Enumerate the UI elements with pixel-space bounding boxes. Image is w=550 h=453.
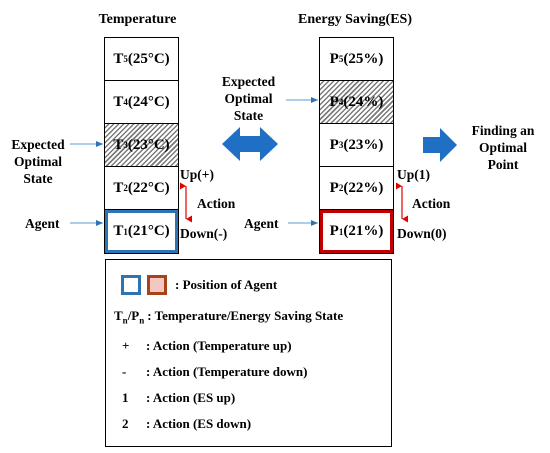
double-arrow-icon <box>222 127 278 161</box>
legend-position-text: : Position of Agent <box>175 277 278 292</box>
temperature-title: Temperature <box>98 12 177 27</box>
agent-right-label: Agent <box>244 216 279 231</box>
legend-state-row: Tn/Pn: Temperature/Energy Saving State <box>114 308 344 326</box>
agent-left-label: Agent <box>25 216 60 231</box>
up-plus-label: Up(+) <box>180 167 214 182</box>
legend-red-swatch <box>147 275 167 295</box>
expected-optimal-state-left-label: Expected Optimal State <box>11 137 65 186</box>
energy-saving-title: Energy Saving(ES) <box>298 12 412 27</box>
action-right-label: Action <box>412 196 451 211</box>
up-one-label: Up(1) <box>397 167 430 182</box>
legend-blue-swatch <box>121 275 141 295</box>
expected-optimal-state-mid-label: Expected Optimal State <box>221 74 276 123</box>
legend-row-es-up: 1: Action (ES up) <box>122 390 236 405</box>
action-left-label: Action <box>197 196 236 211</box>
legend-row-temp-down: -: Action (Temperature down) <box>122 364 308 379</box>
legend-row-temp-up: +: Action (Temperature up) <box>122 338 292 353</box>
down-zero-label: Down(0) <box>397 226 447 241</box>
legend-box: : Position of Agent Tn/Pn: Temperature/E… <box>105 259 392 447</box>
legend-row-es-down: 2: Action (ES down) <box>122 416 252 431</box>
right-arrow-icon <box>423 128 457 162</box>
finding-optimal-point-label: Finding an Optimal Point <box>471 123 535 172</box>
down-minus-label: Down(-) <box>180 226 228 241</box>
